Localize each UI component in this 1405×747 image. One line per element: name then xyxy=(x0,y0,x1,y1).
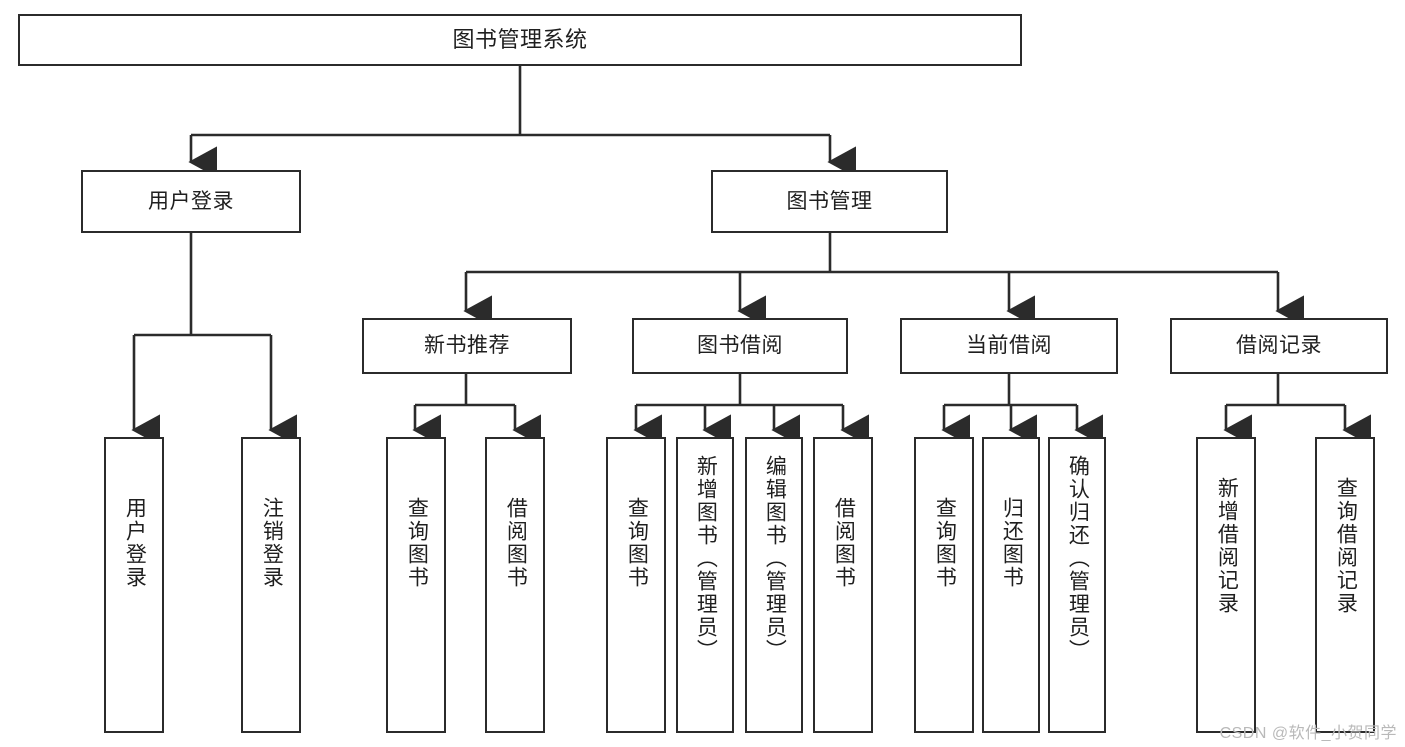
node-label: 用户登录 xyxy=(123,497,147,589)
node-label: 注销登录 xyxy=(260,497,284,589)
leaf-record-query-record[interactable]: 查询借阅记录 xyxy=(1315,437,1375,733)
leaf-borrow-add-book-admin[interactable]: 新增图书（管理员） xyxy=(676,437,734,733)
node-label: 借阅记录 xyxy=(1236,334,1322,358)
node-book-borrow[interactable]: 图书借阅 xyxy=(632,318,848,374)
node-book-management[interactable]: 图书管理 xyxy=(711,170,948,233)
node-label: 归还图书 xyxy=(1000,497,1024,589)
node-label: 图书借阅 xyxy=(697,334,783,358)
node-root-system[interactable]: 图书管理系统 xyxy=(18,14,1022,66)
node-label: 借阅图书 xyxy=(832,497,856,589)
leaf-new-book-query[interactable]: 查询图书 xyxy=(386,437,446,733)
node-new-book-recommend[interactable]: 新书推荐 xyxy=(362,318,572,374)
leaf-current-return-book[interactable]: 归还图书 xyxy=(982,437,1040,733)
node-borrow-record[interactable]: 借阅记录 xyxy=(1170,318,1388,374)
node-label: 新增图书（管理员） xyxy=(694,455,718,662)
leaf-new-book-borrow[interactable]: 借阅图书 xyxy=(485,437,545,733)
node-label: 用户登录 xyxy=(148,189,234,213)
node-label: 图书管理系统 xyxy=(452,26,588,52)
node-label: 借阅图书 xyxy=(504,497,528,589)
watermark-text: CSDN @软件_小贺同学 xyxy=(1219,725,1397,742)
node-label: 新增借阅记录 xyxy=(1215,477,1239,615)
node-label: 图书管理 xyxy=(786,189,873,213)
node-label: 当前借阅 xyxy=(966,334,1052,358)
leaf-user-login-signout[interactable]: 注销登录 xyxy=(241,437,301,733)
leaf-borrow-query-book[interactable]: 查询图书 xyxy=(606,437,666,733)
leaf-record-add-record[interactable]: 新增借阅记录 xyxy=(1196,437,1256,733)
leaf-user-login-signin[interactable]: 用户登录 xyxy=(104,437,164,733)
leaf-current-confirm-return-admin[interactable]: 确认归还（管理员） xyxy=(1048,437,1106,733)
node-current-borrow[interactable]: 当前借阅 xyxy=(900,318,1118,374)
node-label: 新书推荐 xyxy=(424,334,510,358)
node-label: 编辑图书（管理员） xyxy=(763,455,787,662)
node-label: 查询图书 xyxy=(405,497,429,589)
leaf-borrow-edit-book-admin[interactable]: 编辑图书（管理员） xyxy=(745,437,803,733)
node-user-login[interactable]: 用户登录 xyxy=(81,170,301,233)
node-label: 查询借阅记录 xyxy=(1334,477,1358,615)
leaf-current-query-book[interactable]: 查询图书 xyxy=(914,437,974,733)
node-label: 查询图书 xyxy=(625,497,649,589)
node-label: 确认归还（管理员） xyxy=(1066,455,1090,662)
leaf-borrow-borrow-book[interactable]: 借阅图书 xyxy=(813,437,873,733)
node-label: 查询图书 xyxy=(933,497,957,589)
